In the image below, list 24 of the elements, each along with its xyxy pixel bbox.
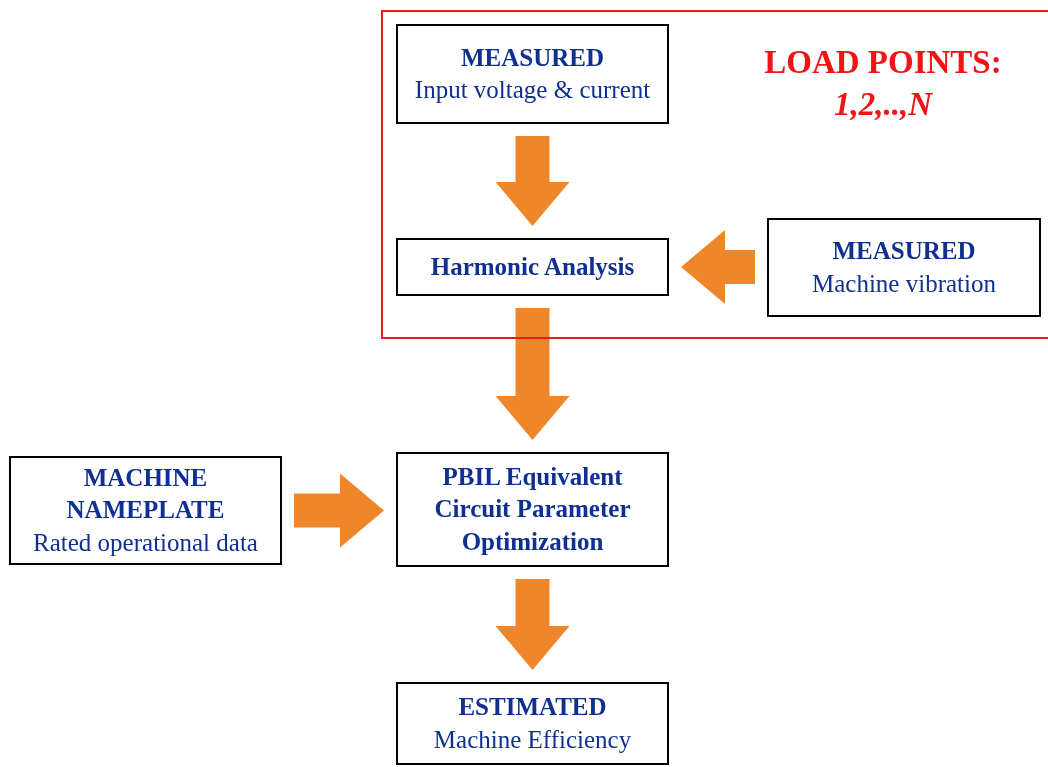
box-heading: MACHINE NAMEPLATE (65, 462, 226, 526)
box-text: Harmonic Analysis (430, 251, 635, 282)
box-heading: MEASURED (460, 42, 605, 73)
process-box (396, 452, 669, 567)
box-text: Machine Efficiency (433, 724, 632, 755)
block-arrow (495, 579, 570, 670)
box-text: PBIL Equivalent Circuit Parameter Optimization (433, 461, 632, 557)
box-heading: MEASURED (832, 236, 976, 266)
block-arrow (495, 308, 570, 440)
box-text: Machine vibration (812, 268, 996, 299)
process-box (396, 682, 669, 765)
process-box (9, 456, 282, 565)
box-text: Rated operational data (33, 527, 258, 558)
load-point-list: 1,2,..,N (733, 84, 1033, 126)
load-points-region (381, 10, 1048, 339)
block-arrow (495, 136, 570, 226)
region-heading: LOAD POINTS: (763, 43, 1003, 82)
block-arrow (294, 473, 384, 548)
process-box (396, 24, 669, 124)
box-text: Input voltage & current (414, 75, 651, 105)
process-box (767, 218, 1041, 317)
box-heading: ESTIMATED (458, 692, 607, 722)
process-box (396, 238, 669, 296)
block-arrow (681, 230, 755, 304)
